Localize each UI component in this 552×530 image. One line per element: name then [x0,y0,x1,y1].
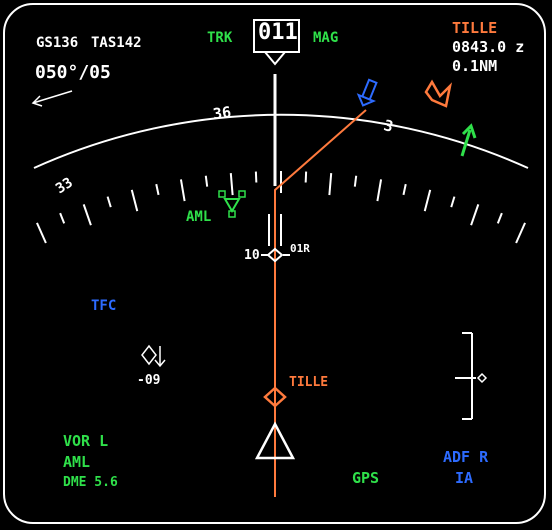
mag-reference-label: MAG [313,30,339,46]
compass-ticks [36,171,526,244]
route-waypoint-label: TILLE [289,375,329,390]
traffic-diamond-icon [141,344,157,366]
vor-station-icon [218,190,246,218]
nav1-source: VOR L [63,432,109,450]
heading-pointer-icon [262,51,288,66]
waypoint-eta: 0843.0 z [452,38,525,56]
compass-tick [328,173,333,196]
compass-tick [179,179,186,202]
compass-tick [229,173,234,196]
compass-tick [59,212,66,224]
compass-tick [130,189,139,212]
compass-tick [423,189,432,212]
compass-tick [155,183,160,196]
traffic-altitude: -09 [137,373,161,388]
compass-tick [106,196,112,208]
deviation-scale [455,332,488,420]
nav-mode-label: GPS [352,469,380,487]
compass-tick [496,212,503,224]
compass-label-36: 36 [211,102,233,124]
adf-source: ADF R [443,448,489,466]
compass-tick [515,222,526,244]
flight-plan-route [274,109,367,497]
heading-value: 011 [258,20,298,45]
runway-id: 01R [290,242,310,255]
descending-arrow-icon [154,346,166,368]
compass-arc [33,113,529,169]
ground-speed: GS136 [36,35,79,51]
vor-station-label: AML [186,209,212,225]
compass-tick [470,204,480,226]
display-frame [3,3,546,524]
waypoint-name: TILLE [452,19,498,37]
waypoint-distance: 0.1NM [452,57,498,75]
track-mode-label: TRK [207,30,233,46]
aircraft-symbol-icon [254,421,296,460]
runway-symbol-icon [261,214,290,263]
compass-tick [204,175,209,187]
compass-tick [402,183,407,196]
adf-needle-icon [460,123,477,157]
selected-course-pointer-icon [356,78,378,107]
compass-tick [353,175,358,187]
traffic-mode-label: TFC [91,298,117,314]
true-airspeed: TAS142 [91,35,142,51]
adf-ident: IA [455,469,474,487]
heading-box [253,19,300,53]
wind-arrow-icon [31,90,73,107]
route-waypoint-icon [263,386,287,408]
compass-tick [376,179,383,202]
heading-bug-icon [424,79,453,108]
wind-readout: 050°/05 [35,62,111,83]
compass-tick [36,222,47,244]
runway-distance: 10 [244,248,260,263]
compass-tick [82,204,92,226]
compass-tick [450,196,456,208]
nav1-ident: AML [63,453,91,471]
nav1-dme: DME 5.6 [63,475,118,490]
